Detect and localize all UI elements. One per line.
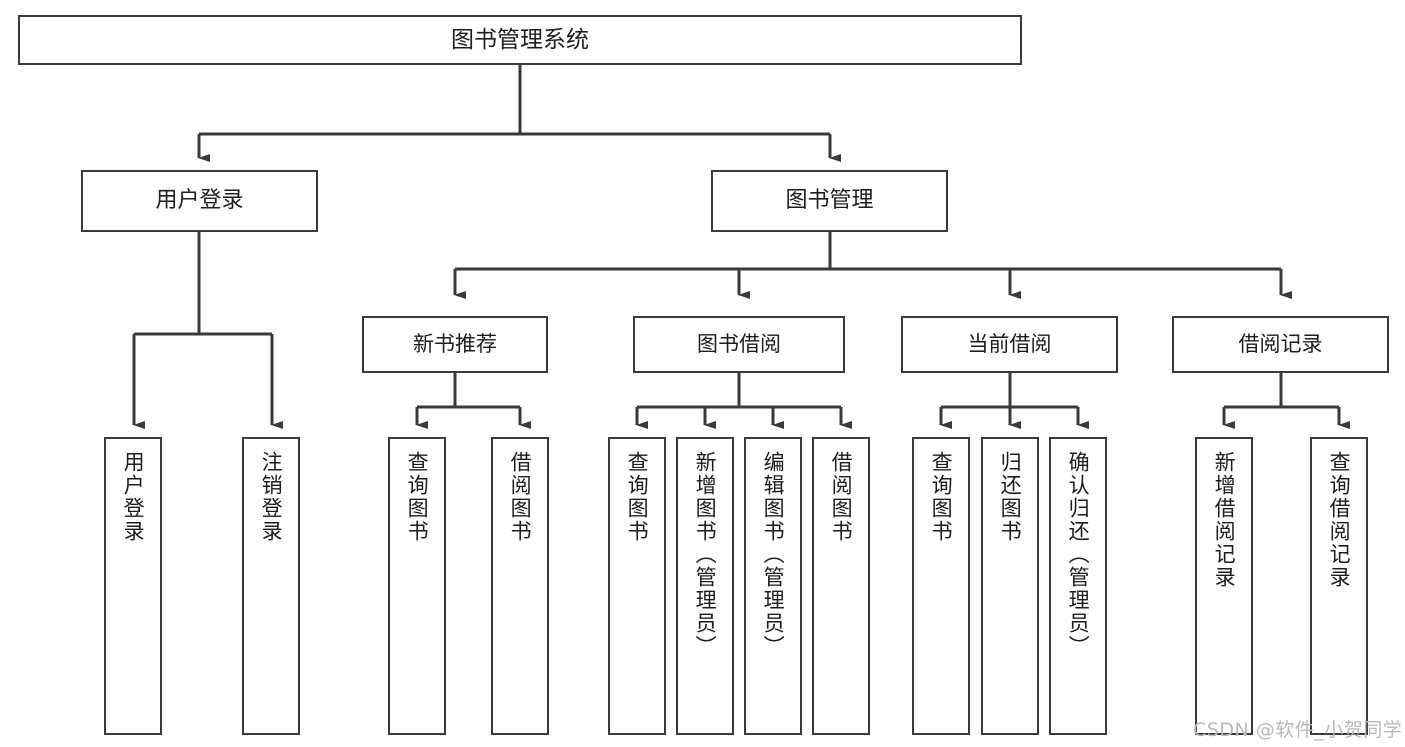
node-label: 编辑图书（管理员） — [761, 451, 786, 658]
node-user-login[interactable]: 用户登录 — [81, 170, 318, 232]
node-book-management-system[interactable]: 图书管理系统 — [18, 15, 1022, 65]
node-label: 归还图书 — [998, 451, 1023, 543]
leaf-user-login[interactable]: 用户登录 — [104, 437, 162, 735]
node-current-borrow[interactable]: 当前借阅 — [901, 316, 1118, 373]
node-label: 用户登录 — [155, 188, 244, 214]
node-label: 新增图书（管理员） — [693, 451, 718, 658]
leaf-query-book-current[interactable]: 查询图书 — [912, 437, 970, 735]
node-label: 图书管理系统 — [451, 26, 589, 53]
leaf-return-book[interactable]: 归还图书 — [981, 437, 1039, 735]
node-label: 借阅图书 — [508, 451, 533, 543]
node-label: 注销登录 — [259, 451, 284, 543]
node-label: 查询图书 — [625, 451, 650, 543]
leaf-confirm-return-admin[interactable]: 确认归还（管理员） — [1049, 437, 1107, 735]
node-book-borrow[interactable]: 图书借阅 — [633, 316, 845, 373]
leaf-borrow-book-recommend[interactable]: 借阅图书 — [491, 437, 549, 735]
node-label: 查询图书 — [405, 451, 430, 543]
node-label: 用户登录 — [121, 451, 146, 543]
node-label: 新增借阅记录 — [1212, 451, 1237, 589]
node-label: 当前借阅 — [967, 332, 1052, 357]
leaf-logout-login[interactable]: 注销登录 — [242, 437, 300, 735]
leaf-query-borrow-record[interactable]: 查询借阅记录 — [1310, 437, 1368, 735]
leaf-query-book-borrow[interactable]: 查询图书 — [608, 437, 666, 735]
node-book-management[interactable]: 图书管理 — [711, 170, 948, 232]
leaf-edit-book-admin[interactable]: 编辑图书（管理员） — [744, 437, 802, 735]
node-borrow-record[interactable]: 借阅记录 — [1172, 316, 1389, 373]
node-label: 借阅图书 — [829, 451, 854, 543]
node-label: 图书管理 — [785, 188, 874, 214]
node-label: 查询图书 — [929, 451, 954, 543]
csdn-watermark: CSDN @软件_小贺同学 — [1193, 719, 1403, 741]
node-new-book-recommend[interactable]: 新书推荐 — [362, 316, 548, 373]
node-label: 新书推荐 — [413, 332, 497, 357]
node-label: 图书借阅 — [697, 332, 781, 357]
node-label: 借阅记录 — [1238, 332, 1323, 357]
leaf-add-borrow-record[interactable]: 新增借阅记录 — [1195, 437, 1253, 735]
node-label: 查询借阅记录 — [1327, 451, 1352, 589]
node-label: 确认归还（管理员） — [1066, 451, 1091, 658]
leaf-add-book-admin[interactable]: 新增图书（管理员） — [676, 437, 734, 735]
leaf-query-book-recommend[interactable]: 查询图书 — [388, 437, 446, 735]
leaf-borrow-book[interactable]: 借阅图书 — [812, 437, 870, 735]
